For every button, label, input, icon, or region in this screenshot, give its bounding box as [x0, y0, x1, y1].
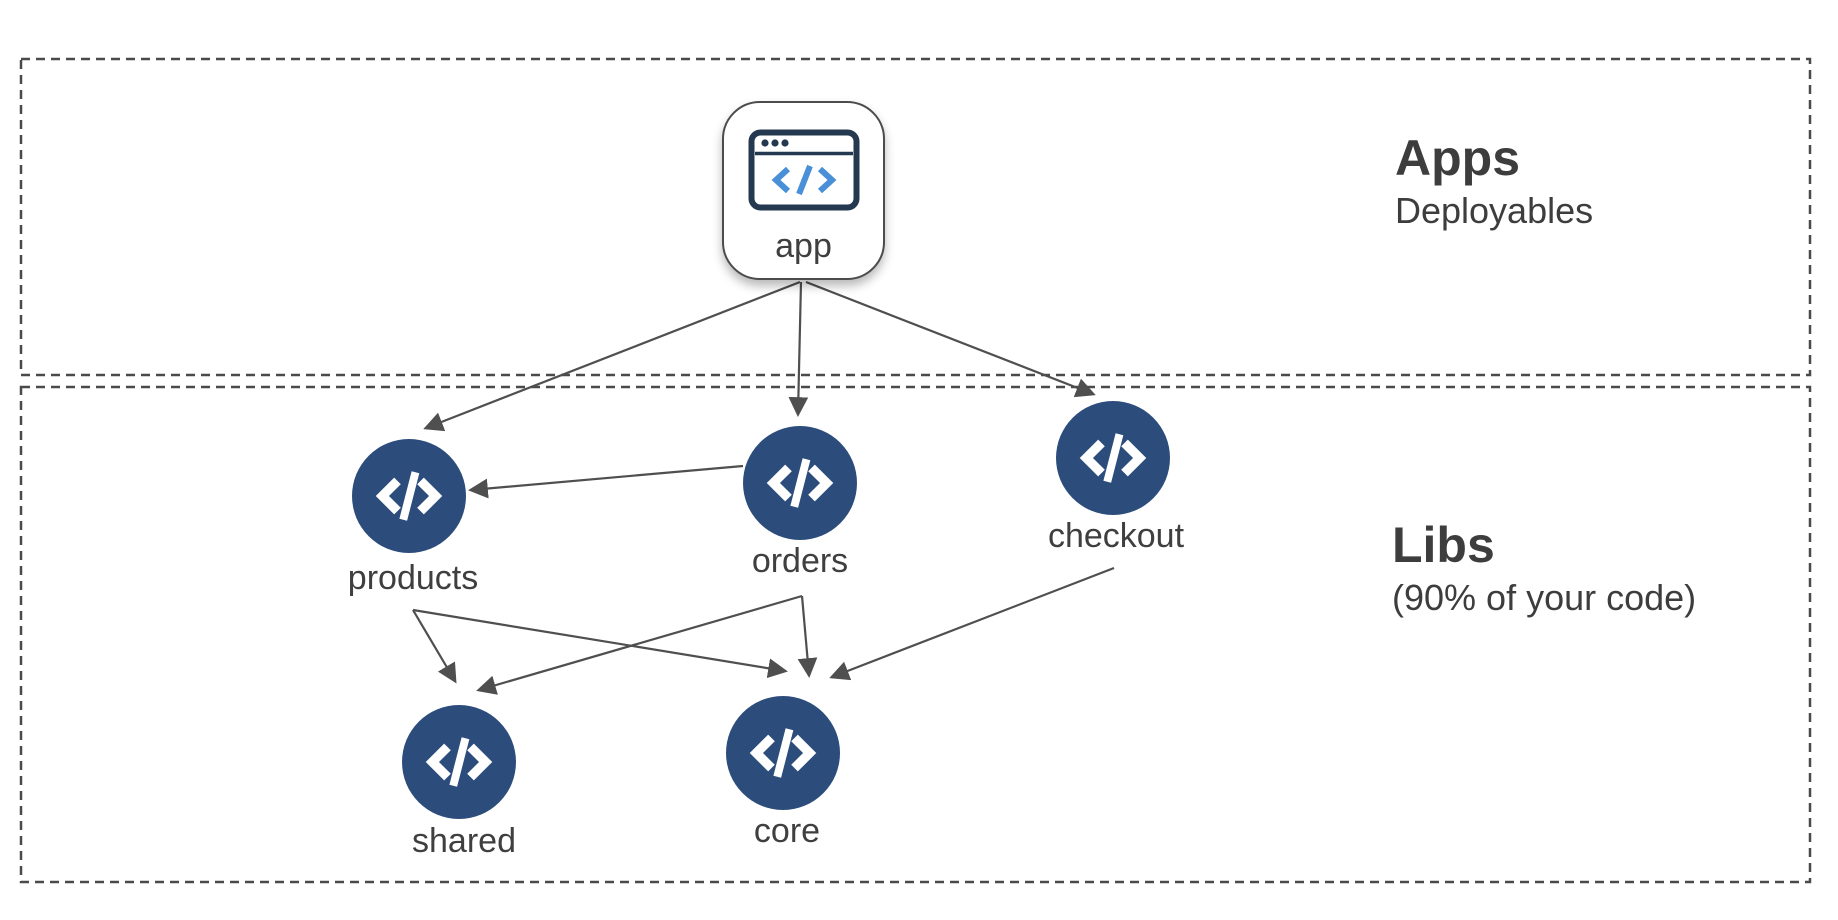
apps-section-title: Apps: [1395, 130, 1520, 186]
apps-section-subtitle: Deployables: [1395, 189, 1594, 231]
node-app-label: app: [775, 227, 832, 265]
edge-products-to-shared: [412, 609, 457, 684]
edge-checkout-to-core: [829, 566, 1115, 681]
code-icon: [1079, 433, 1147, 483]
code-icon: [766, 458, 834, 508]
node-orders[interactable]: [743, 426, 857, 540]
edge-orders-to-products: [468, 464, 744, 499]
browser-code-icon: [748, 129, 859, 211]
node-core[interactable]: [726, 696, 840, 810]
code-icon: [375, 471, 443, 521]
apps-section-border: [19, 57, 1812, 377]
edge-app-to-products: [423, 280, 801, 432]
code-icon: [749, 728, 817, 778]
edge-orders-to-shared: [476, 594, 803, 695]
edge-products-to-core: [412, 608, 788, 679]
node-products-label: products: [347, 559, 479, 597]
libs-section-border: [19, 385, 1812, 884]
edge-app-to-checkout: [805, 280, 1096, 398]
node-shared-label: shared: [412, 822, 516, 860]
node-checkout[interactable]: [1056, 401, 1170, 515]
node-core-label: core: [753, 812, 821, 850]
libs-section-subtitle: (90% of your code): [1392, 576, 1697, 618]
edge-app-to-orders: [788, 281, 809, 417]
node-orders-label: orders: [751, 542, 849, 580]
node-checkout-label: checkout: [1047, 517, 1185, 555]
apps-section-label: Apps Deployables: [1395, 130, 1593, 233]
code-icon: [425, 737, 493, 787]
libs-section-title: Libs: [1392, 517, 1495, 573]
node-app[interactable]: app: [722, 101, 885, 280]
node-products[interactable]: [352, 439, 466, 553]
libs-section-label: Libs (90% of your code): [1392, 517, 1696, 620]
edge-orders-to-core: [797, 595, 818, 678]
node-shared[interactable]: [402, 705, 516, 819]
